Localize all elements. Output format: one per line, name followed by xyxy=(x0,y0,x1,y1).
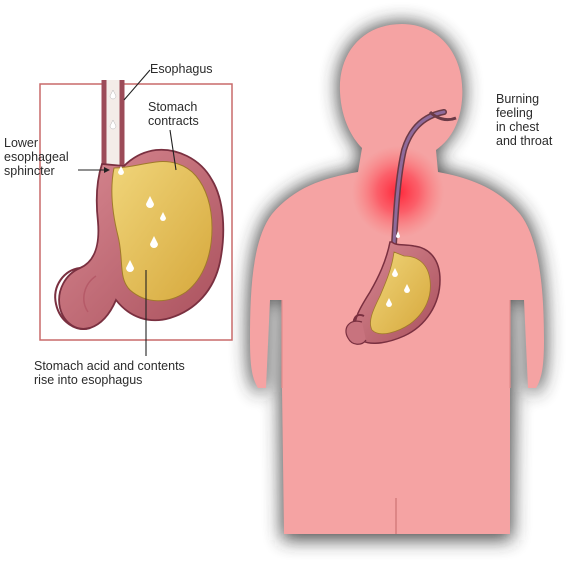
acid-rise-label: Stomach acid and contents rise into esop… xyxy=(34,359,185,387)
esophagus-label: Esophagus xyxy=(150,62,213,76)
burning-feeling-label: Burning feeling in chest and throat xyxy=(496,92,552,148)
stomach-contracts-label: Stomach contracts xyxy=(148,100,199,128)
lower-esophageal-sphincter-label: Lower esophageal sphincter xyxy=(4,136,69,178)
inset-esophagus xyxy=(104,80,122,172)
inset-stomach-contents xyxy=(112,162,212,301)
